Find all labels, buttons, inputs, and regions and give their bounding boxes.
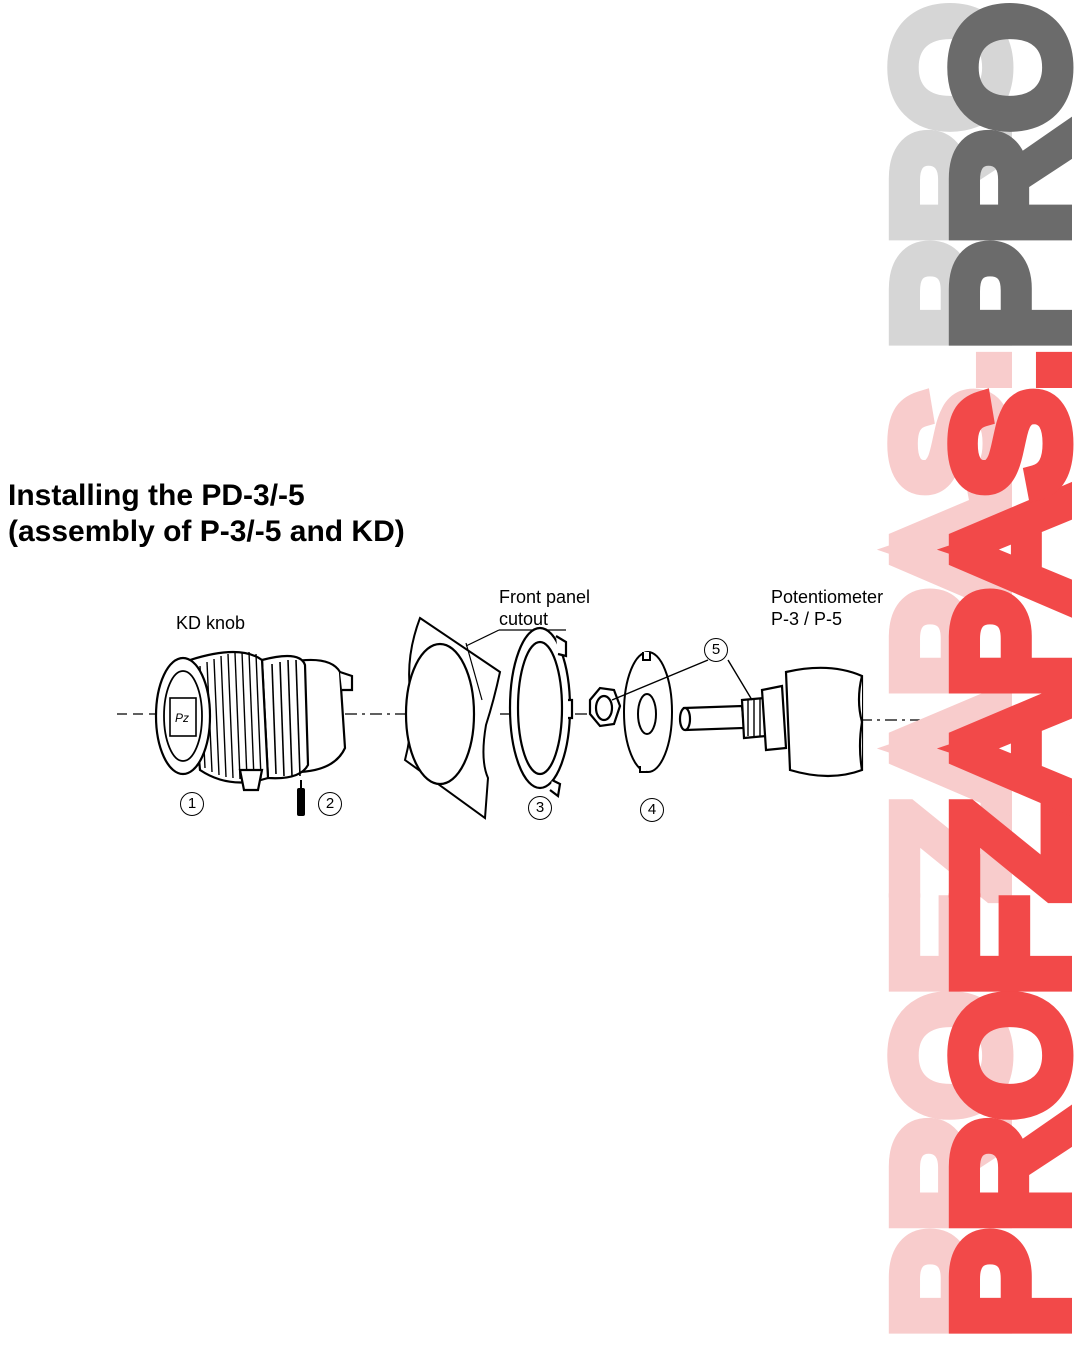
callout-1: 1 bbox=[180, 792, 204, 816]
watermark-text-dark: PROFZAPAS.PRO bbox=[926, 6, 1080, 1336]
callout-4: 4 bbox=[640, 798, 664, 822]
potentiometer-label-line-1: Potentiometer bbox=[771, 587, 884, 607]
potentiometer-drawing bbox=[678, 666, 864, 778]
watermark-dark-red-part: PROFZAPAS. bbox=[926, 348, 1080, 1336]
page-title: Installing the PD-3/-5 (assembly of P-3/… bbox=[8, 478, 405, 550]
callout-3: 3 bbox=[528, 796, 552, 820]
lock-washer-drawing bbox=[623, 651, 673, 773]
front-panel-label-line-2: cutout bbox=[499, 609, 549, 629]
title-line-1: Installing the PD-3/-5 bbox=[8, 479, 305, 512]
set-screw-drawing bbox=[297, 780, 305, 816]
title-line-2: (assembly of P-3/-5 and KD) bbox=[8, 515, 405, 548]
watermark-dark-gray-part: PRO bbox=[926, 6, 1080, 348]
hex-nut-drawing bbox=[588, 686, 622, 728]
callout-5: 5 bbox=[704, 638, 728, 662]
callout-2: 2 bbox=[318, 792, 342, 816]
potentiometer-label-line-2: P-3 / P-5 bbox=[771, 609, 843, 629]
watermark-text-light: PROFZAPAS.PRO bbox=[866, 6, 1034, 1336]
ring-nut-drawing bbox=[508, 626, 574, 798]
kd-knob-drawing bbox=[154, 650, 354, 792]
knob-face-label: Pz bbox=[175, 711, 189, 725]
kd-knob-label: KD knob bbox=[176, 613, 246, 633]
front-panel-label-line-1: Front panel bbox=[499, 587, 591, 607]
front-panel-drawing bbox=[403, 616, 502, 820]
watermark-light-gray-part: PRO bbox=[866, 6, 1034, 348]
watermark-light-red-part: PROFZAPAS. bbox=[866, 348, 1034, 1336]
